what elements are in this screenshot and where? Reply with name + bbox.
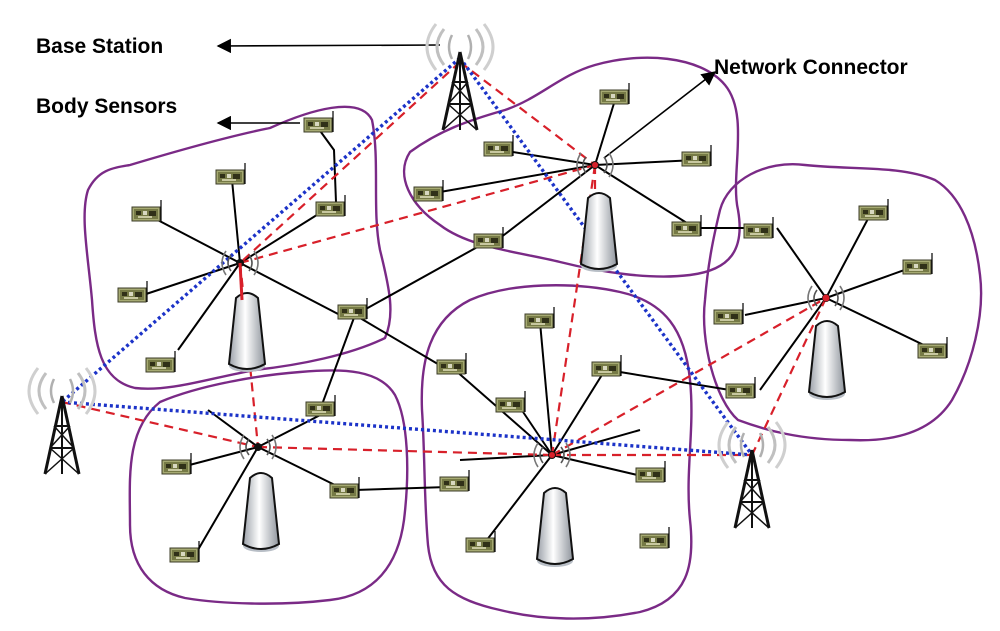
sensor-board-icon [858, 198, 889, 221]
sensor-board-icon [436, 352, 467, 375]
sensor-board-icon [902, 252, 933, 275]
sensor-board-icon [635, 460, 666, 483]
network-connector-cone-bottom-left [242, 472, 280, 553]
sensor-board-icon [131, 199, 162, 222]
sensor-board-icon [329, 476, 360, 499]
radio-tower-icon [27, 366, 97, 476]
cluster-boundary-right [702, 163, 983, 442]
sensor-board-icon [725, 376, 756, 399]
sensor-board-icon [117, 280, 148, 303]
sensor-board-icon [743, 216, 774, 239]
sensor-board-icon [473, 226, 504, 249]
sensor-board-icon [681, 144, 712, 167]
sensor-board-icon [591, 354, 622, 377]
sensor-board-icon [413, 179, 444, 202]
sensor-board-icon [713, 302, 744, 325]
radio-tower-icon [717, 420, 787, 530]
sensor-board-icon [671, 214, 702, 237]
network-connector-cone-top-left [228, 292, 266, 373]
sensor-board-icon [315, 194, 346, 217]
body-sensors-label: Body Sensors [36, 95, 178, 118]
network-connector-label: Network Connector [714, 56, 908, 79]
sensor-board-icon [599, 82, 630, 105]
network-connector-cone-top-middle [580, 192, 618, 273]
sensor-board-icon [169, 540, 200, 563]
cluster-boundary-top-middle [402, 56, 741, 278]
sensor-board-icon [917, 336, 948, 359]
radio-tower-icon [425, 22, 495, 132]
sensor-board-icon [161, 452, 192, 475]
sensor-board-icon [483, 134, 514, 157]
sensor-board-icon [439, 469, 470, 492]
sensor-board-icon [215, 162, 246, 185]
sensor-board-icon [495, 390, 526, 413]
sensor-board-icon [639, 526, 670, 549]
network-connector-cone-bottom-middle [536, 487, 574, 568]
cluster-boundary-bottom-left [128, 369, 409, 605]
base-station-label: Base Station [36, 35, 164, 58]
sensor-board-icon [305, 394, 336, 417]
sensor-board-icon [524, 306, 555, 329]
cluster-boundary-top-left [83, 105, 392, 390]
sensor-board-icon [145, 350, 176, 373]
sensor-board-icon [337, 297, 368, 320]
network-connector-cone-right [808, 320, 846, 401]
